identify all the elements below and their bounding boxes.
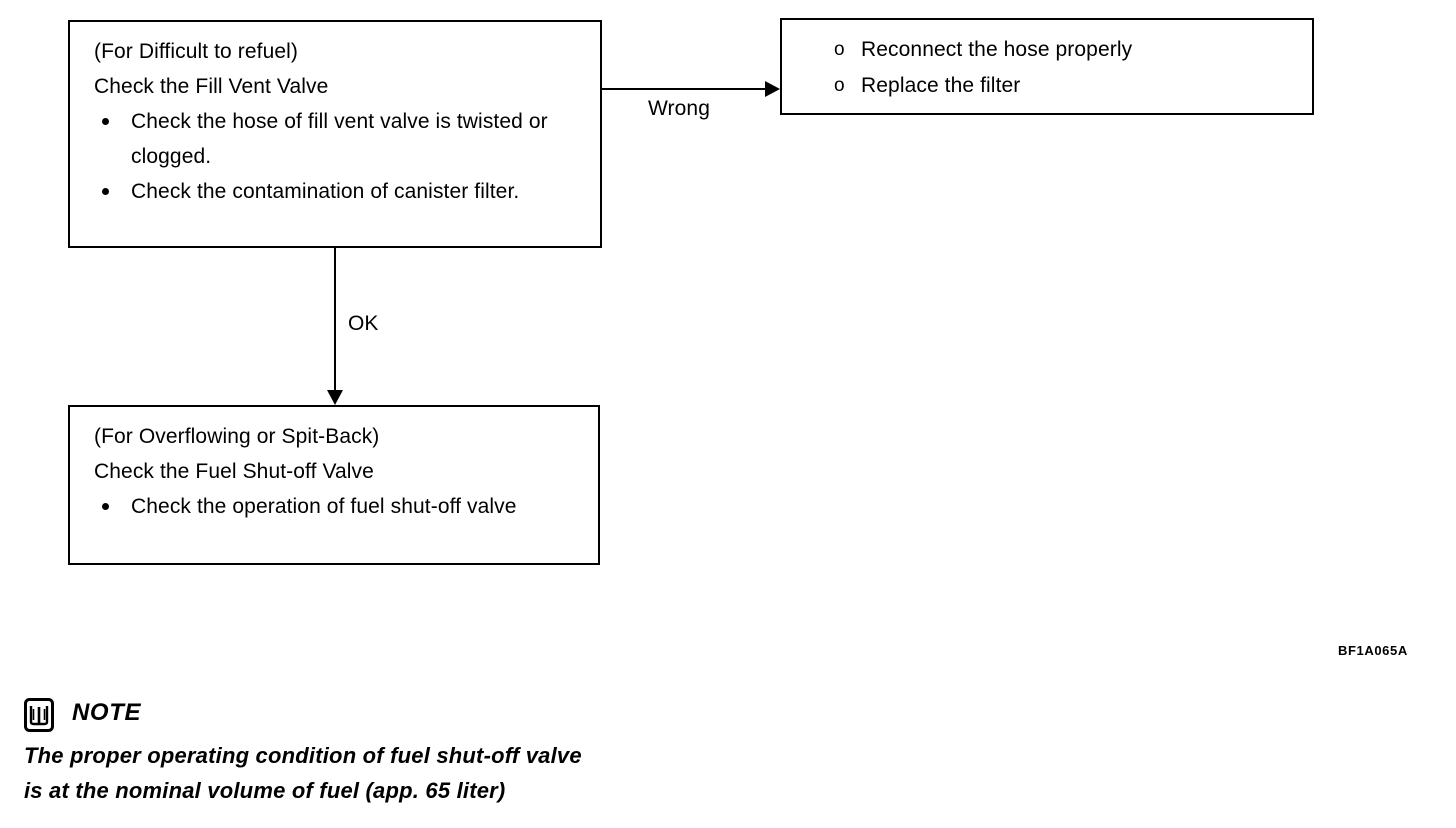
node-condition: (For Difficult to refuel) <box>94 40 298 63</box>
bullet-dot-icon <box>102 503 109 510</box>
check-item-text: Check the contamination of canister filt… <box>131 180 520 203</box>
figure-reference-code: BF1A065A <box>1338 643 1408 658</box>
check-item-list: Check the operation of fuel shut-off val… <box>94 489 590 524</box>
check-item-text: Check the operation of fuel shut-off val… <box>131 495 517 518</box>
action-item-text: Replace the filter <box>861 74 1021 97</box>
note-text-line: is at the nominal volume of fuel (app. 6… <box>24 778 506 803</box>
action-item: o Replace the filter <box>806 68 1304 104</box>
node-title: Check the Fill Vent Valve <box>94 75 329 98</box>
node-content: (For Difficult to refuel) Check the Fill… <box>94 34 592 209</box>
check-item: Check the hose of fill vent valve is twi… <box>94 104 592 174</box>
check-item-text: Check the hose of fill vent valve is twi… <box>131 110 548 168</box>
circle-marker-icon: o <box>834 75 845 96</box>
node-corrective-actions: o Reconnect the hose properly o Replace … <box>780 18 1314 115</box>
connector-ok-line <box>334 248 336 390</box>
check-item: Check the contamination of canister filt… <box>94 174 592 209</box>
connector-ok-label: OK <box>348 312 379 335</box>
connector-wrong-label: Wrong <box>648 97 710 120</box>
connector-ok-arrowhead-icon <box>327 390 343 405</box>
action-item: o Reconnect the hose properly <box>806 32 1304 68</box>
node-title: Check the Fuel Shut-off Valve <box>94 460 374 483</box>
node-content: (For Overflowing or Spit-Back) Check the… <box>94 419 590 524</box>
node-condition: (For Overflowing or Spit-Back) <box>94 425 380 448</box>
note-title: NOTE <box>72 699 142 726</box>
circle-marker-icon: o <box>834 39 845 60</box>
book-icon <box>24 698 54 732</box>
action-item-list: o Reconnect the hose properly o Replace … <box>806 32 1304 104</box>
bullet-dot-icon <box>102 118 109 125</box>
node-fuel-shutoff-valve: (For Overflowing or Spit-Back) Check the… <box>68 405 600 565</box>
bullet-dot-icon <box>102 188 109 195</box>
check-item-list: Check the hose of fill vent valve is twi… <box>94 104 592 209</box>
note-header: NOTE <box>24 696 744 738</box>
action-item-text: Reconnect the hose properly <box>861 38 1133 61</box>
node-fill-vent-valve: (For Difficult to refuel) Check the Fill… <box>68 20 602 248</box>
check-item: Check the operation of fuel shut-off val… <box>94 489 590 524</box>
note-block: NOTE The proper operating condition of f… <box>24 696 744 808</box>
note-text-line: The proper operating condition of fuel s… <box>24 743 582 768</box>
connector-wrong-line <box>602 88 765 90</box>
connector-wrong-arrowhead-icon <box>765 81 780 97</box>
node-content: o Reconnect the hose properly o Replace … <box>806 32 1304 104</box>
